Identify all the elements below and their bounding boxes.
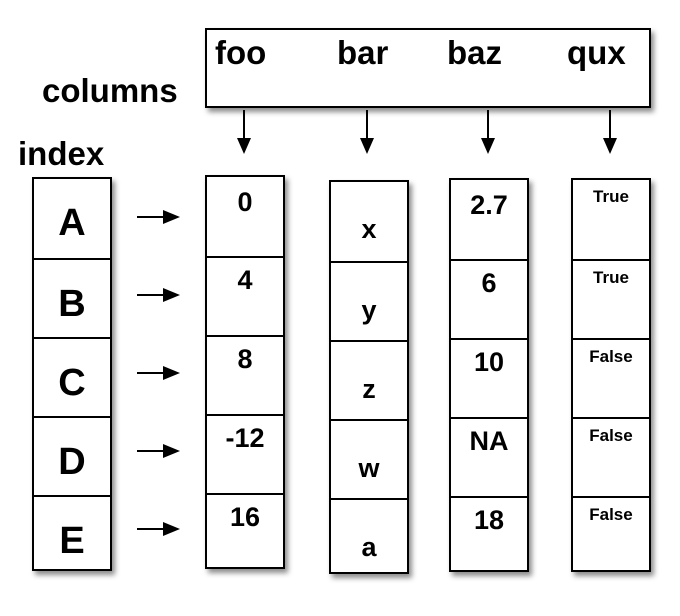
column-name-bar: bar (337, 34, 389, 71)
columns-label: columns (42, 72, 178, 109)
arrow-right-icon (163, 522, 180, 536)
index-cell: C (34, 337, 110, 416)
bar-cell: y (331, 261, 407, 340)
qux-column: True True False False False (571, 178, 651, 572)
foo-cell: 8 (207, 335, 283, 414)
arrow-right-icon (163, 288, 180, 302)
bar-cell: z (331, 340, 407, 419)
foo-column: 0 4 8 -12 16 (205, 175, 285, 569)
bar-column: x y z w a (329, 180, 409, 574)
index-column: A B C D E (32, 177, 112, 571)
qux-cell: False (573, 496, 649, 574)
qux-cell: True (573, 259, 649, 338)
index-cell: E (34, 495, 110, 573)
baz-cell: 10 (451, 338, 527, 417)
arrow-down-icon (237, 138, 251, 154)
index-arrows (137, 210, 180, 536)
arrow-down-icon (603, 138, 617, 154)
baz-cell: 2.7 (470, 190, 508, 220)
foo-cell: 0 (237, 187, 253, 217)
qux-cell: True (593, 187, 629, 206)
baz-cell: 18 (451, 496, 527, 574)
foo-cell: 4 (207, 256, 283, 335)
column-name-baz: baz (447, 34, 503, 71)
column-name-qux: qux (567, 34, 626, 71)
index-cell: D (34, 416, 110, 495)
arrow-right-icon (163, 366, 180, 380)
baz-column: 2.7 6 10 NA 18 (449, 178, 529, 572)
arrow-right-icon (163, 210, 180, 224)
bar-cell: a (331, 498, 407, 576)
qux-cell: False (573, 338, 649, 417)
index-label: index (18, 135, 105, 172)
arrow-down-icon (360, 138, 374, 154)
arrow-right-icon (163, 444, 180, 458)
bar-cell: w (331, 419, 407, 498)
column-header-box: foo bar baz qux (205, 28, 651, 108)
qux-cell: False (573, 417, 649, 496)
foo-cell: 16 (207, 493, 283, 571)
foo-cell: -12 (207, 414, 283, 493)
index-cell: B (34, 258, 110, 337)
index-cell: A (58, 202, 86, 244)
bar-cell: x (361, 214, 377, 244)
baz-cell: 6 (451, 259, 527, 338)
arrow-down-icon (481, 138, 495, 154)
column-name-foo: foo (215, 34, 267, 71)
baz-cell: NA (451, 417, 527, 496)
